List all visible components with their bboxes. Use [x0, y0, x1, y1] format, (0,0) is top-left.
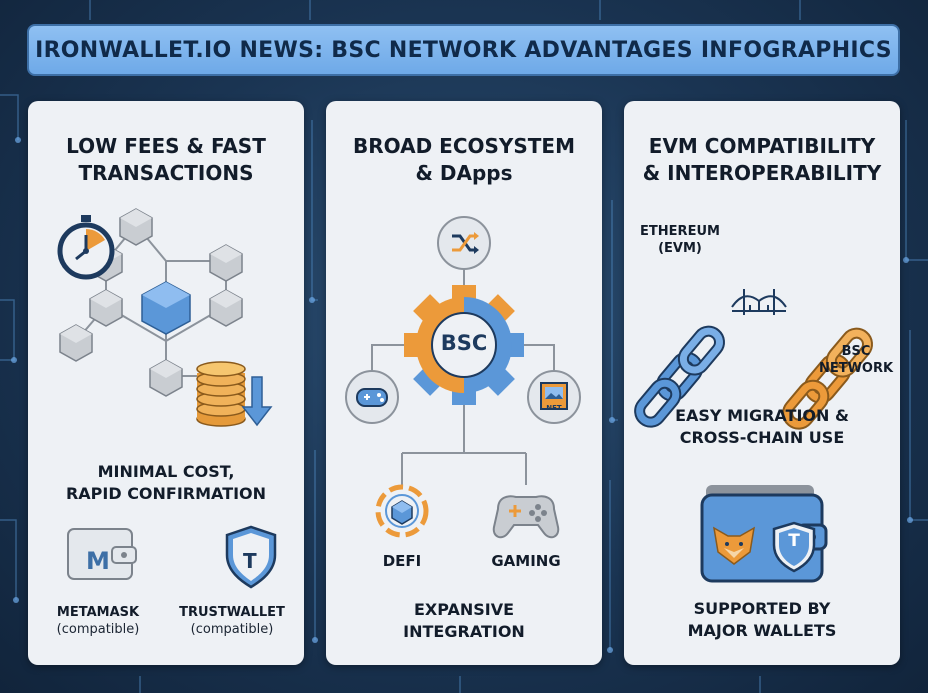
shield-icon	[772, 521, 816, 573]
panel-caption-wallets: SUPPORTED BY MAJOR WALLETS	[687, 599, 837, 640]
blockchain-illustration	[57, 208, 277, 589]
panel-caption: MINIMAL COST, RAPID CONFIRMATION	[65, 462, 267, 503]
stopwatch-icon	[57, 215, 115, 280]
ethereum-chain-icon	[634, 325, 725, 428]
bridge-icon	[731, 289, 787, 315]
panel-title: LOW FEES & FAST TRANSACTIONS	[66, 134, 266, 185]
arrow-down-icon	[241, 376, 273, 427]
gaming-controller-icon	[492, 495, 560, 539]
chain-label-ethereum: ETHEREUM (EVM)	[640, 224, 720, 256]
coin-stack-icon	[196, 361, 246, 427]
bsc-chain-icon	[782, 327, 873, 430]
chain-bridge-illustration	[634, 289, 873, 583]
chain-label-bsc: BSC NETWORK	[818, 344, 894, 376]
panel-title: EVM COMPATIBILITY & INTEROPERABILITY	[642, 134, 882, 185]
wallet-name-metamask: METAMASK	[56, 605, 140, 620]
cube-nodes	[59, 208, 243, 397]
trustwallet-shield-icon	[225, 525, 277, 589]
gear-icon	[404, 285, 524, 405]
panel-ecosystem: BROAD ECOSYSTEM & DApps	[326, 101, 602, 665]
node-label-defi: DEFI	[382, 552, 422, 570]
page-title: IRONWALLET.IO NEWS: BSC NETWORK ADVANTAG…	[27, 24, 900, 76]
shuffle-icon	[437, 216, 491, 270]
trustwallet-glyph: T	[243, 549, 257, 573]
nft-image-icon	[527, 370, 581, 424]
gamepad-icon	[345, 370, 399, 424]
nft-label: NFT	[546, 404, 562, 412]
panel-low-fees: LOW FEES & FAST TRANSACTIONS	[28, 101, 304, 665]
metamask-glyph: M	[86, 547, 110, 575]
node-label-gaming: GAMING	[491, 552, 561, 570]
defi-icon	[375, 484, 429, 538]
bsc-gear-label: BSC	[440, 331, 488, 355]
wallet-note-metamask: (compatible)	[56, 622, 140, 637]
wallet-note-trustwallet: (compatible)	[190, 622, 274, 637]
fox-icon	[713, 526, 755, 565]
panel-title: BROAD ECOSYSTEM & DApps	[353, 134, 575, 185]
panel-caption: EASY MIGRATION & CROSS-CHAIN USE	[675, 406, 849, 447]
panel-evm: EVM COMPATIBILITY & INTEROPERABILITY	[624, 101, 900, 665]
wallet-name-trustwallet: TRUSTWALLET	[179, 605, 285, 620]
ecosystem-diagram	[345, 216, 581, 539]
metamask-wallet-icon	[67, 528, 137, 580]
panel-caption: EXPANSIVE INTEGRATION	[403, 600, 525, 641]
shield-glyph: T	[788, 531, 800, 551]
